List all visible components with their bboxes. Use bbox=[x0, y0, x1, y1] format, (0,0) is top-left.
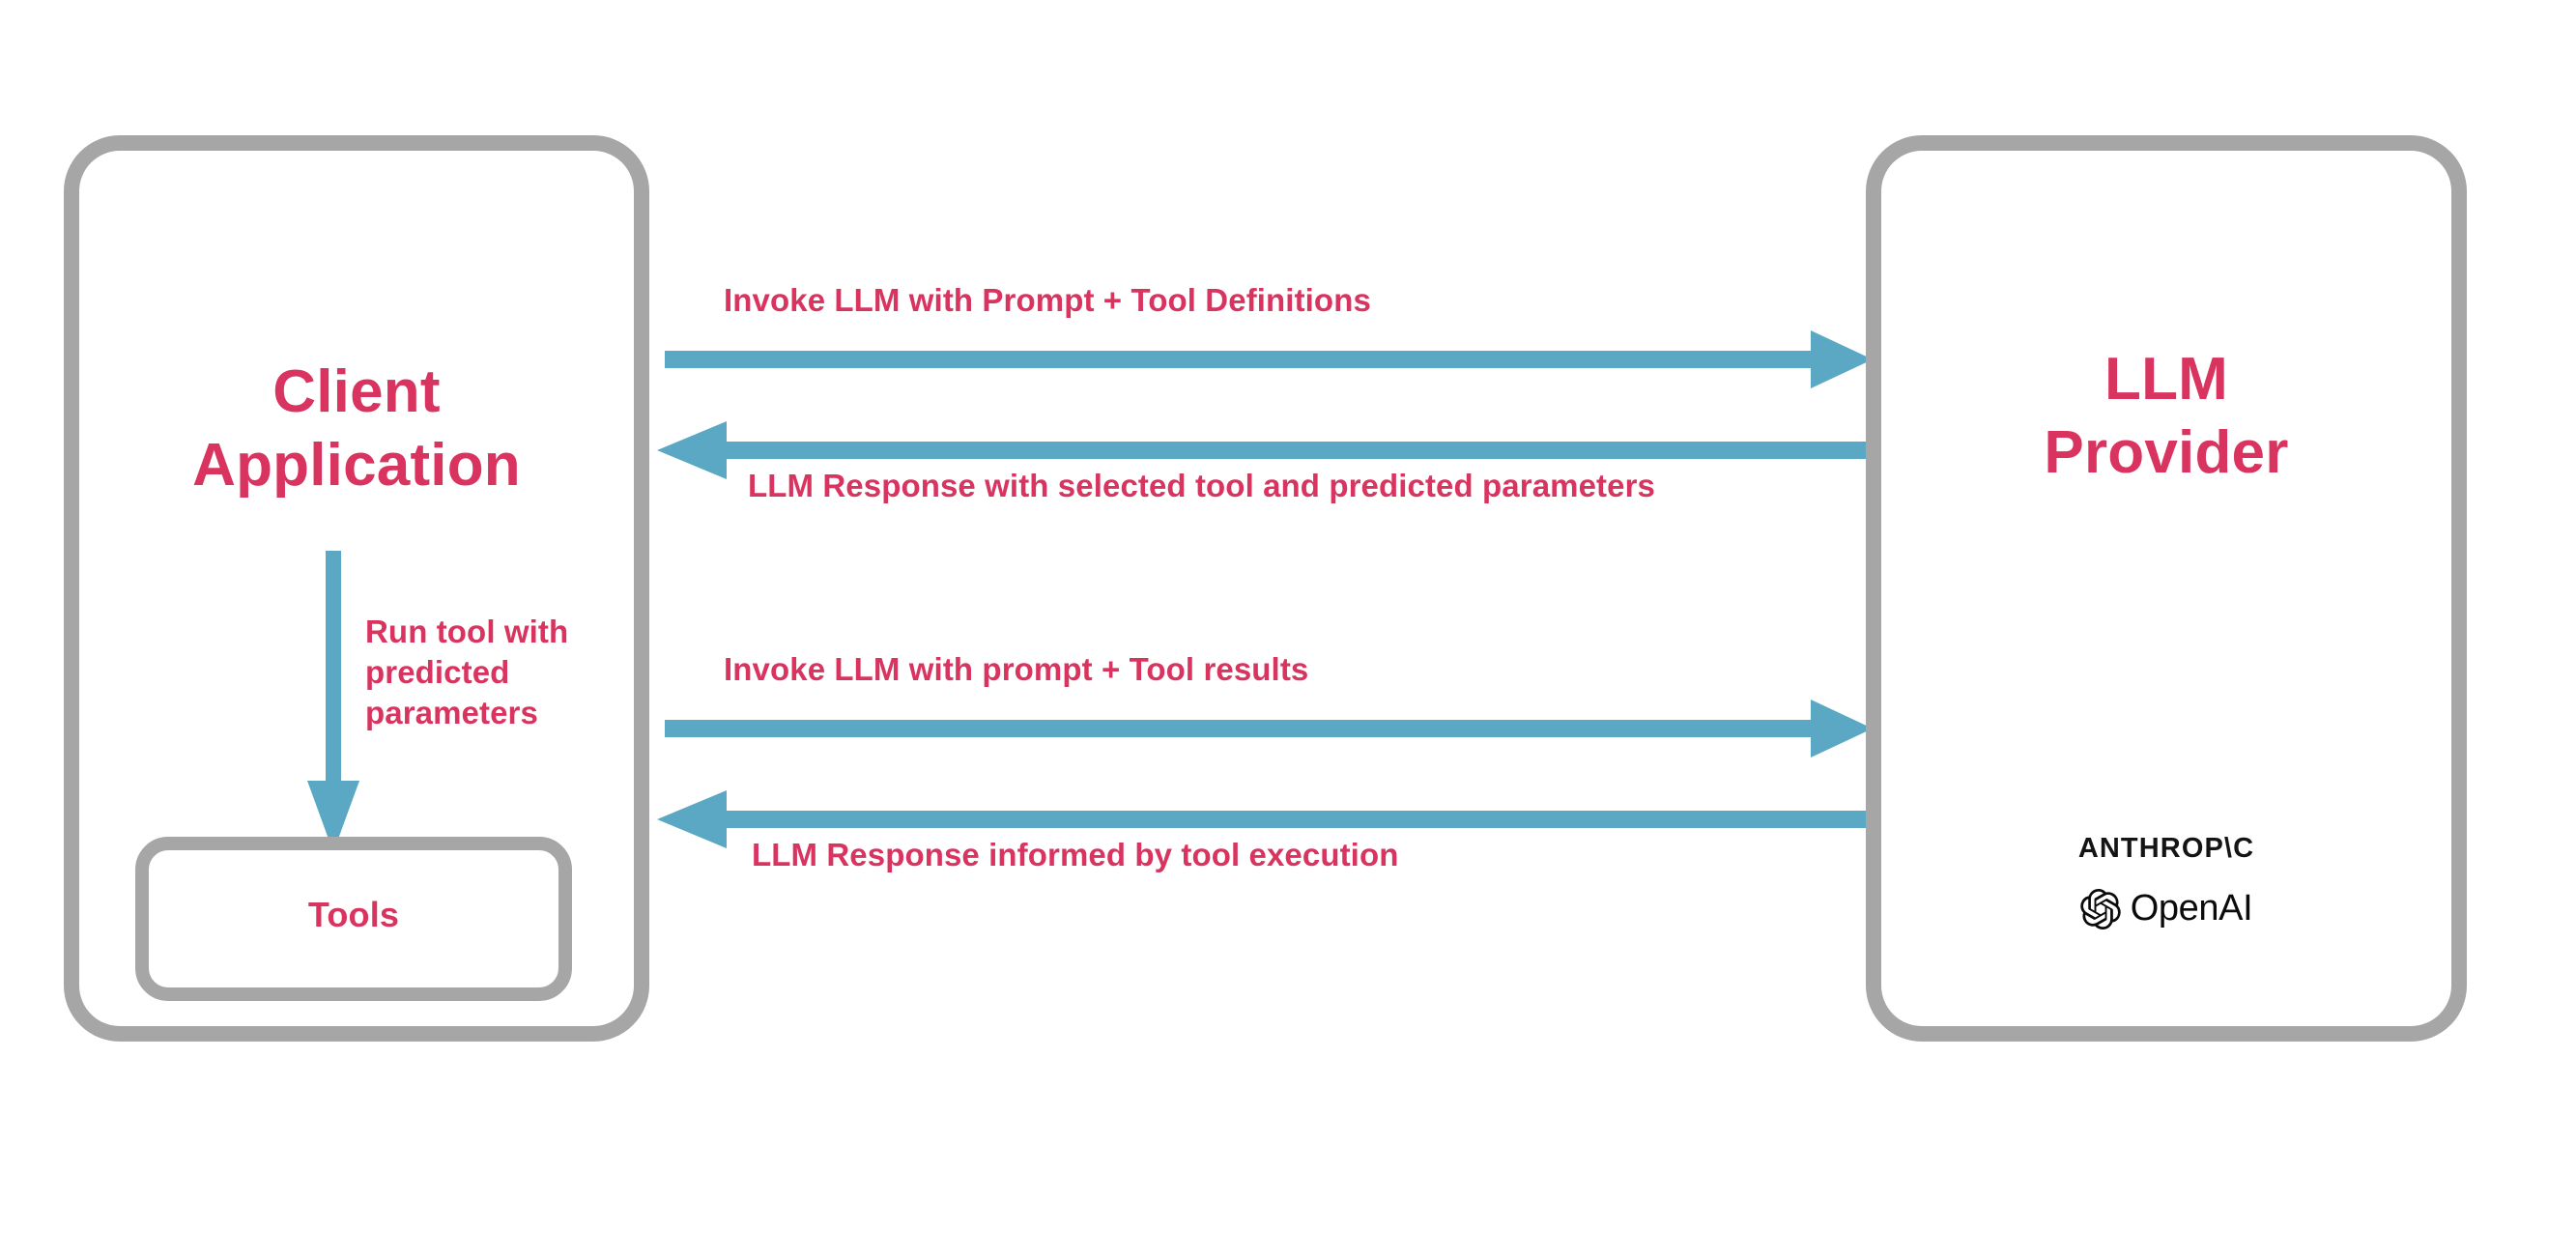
llm-response-selected-tool-label: LLM Response with selected tool and pred… bbox=[748, 468, 1655, 503]
openai-wordmark: OpenAI bbox=[2130, 888, 2253, 929]
client-application-label: Client Application bbox=[192, 358, 521, 499]
llm-response-tool-execution-arrow bbox=[657, 785, 1873, 854]
invoke-llm-tool-results-arrow bbox=[665, 694, 1873, 763]
anthropic-brand: ANTHROP\C bbox=[2078, 833, 2254, 865]
llm-provider-label: LLM Provider bbox=[2044, 346, 2289, 486]
invoke-llm-tool-results-label: Invoke LLM with prompt + Tool results bbox=[724, 651, 1309, 687]
llm-response-selected-tool-arrow bbox=[657, 415, 1873, 485]
llm-response-tool-execution-label: LLM Response informed by tool execution bbox=[752, 837, 1399, 872]
invoke-llm-tool-definitions-label: Invoke LLM with Prompt + Tool Definition… bbox=[724, 282, 1371, 318]
anthropic-logo-icon: ANTHROP\C bbox=[2077, 833, 2255, 864]
llm-provider-node[interactable] bbox=[1866, 135, 2467, 1042]
invoke-llm-tool-definitions-arrow bbox=[665, 325, 1873, 394]
tools-node[interactable] bbox=[135, 837, 572, 1001]
openai-logo-icon bbox=[2080, 888, 2121, 929]
tools-label: Tools bbox=[307, 895, 400, 934]
provider-brand-list: ANTHROP\C OpenAI bbox=[1866, 833, 2467, 929]
run-tool-arrow-label: Run tool with predicted parameters bbox=[365, 614, 569, 731]
openai-brand: OpenAI bbox=[2080, 888, 2253, 929]
run-tool-arrow bbox=[300, 551, 367, 852]
